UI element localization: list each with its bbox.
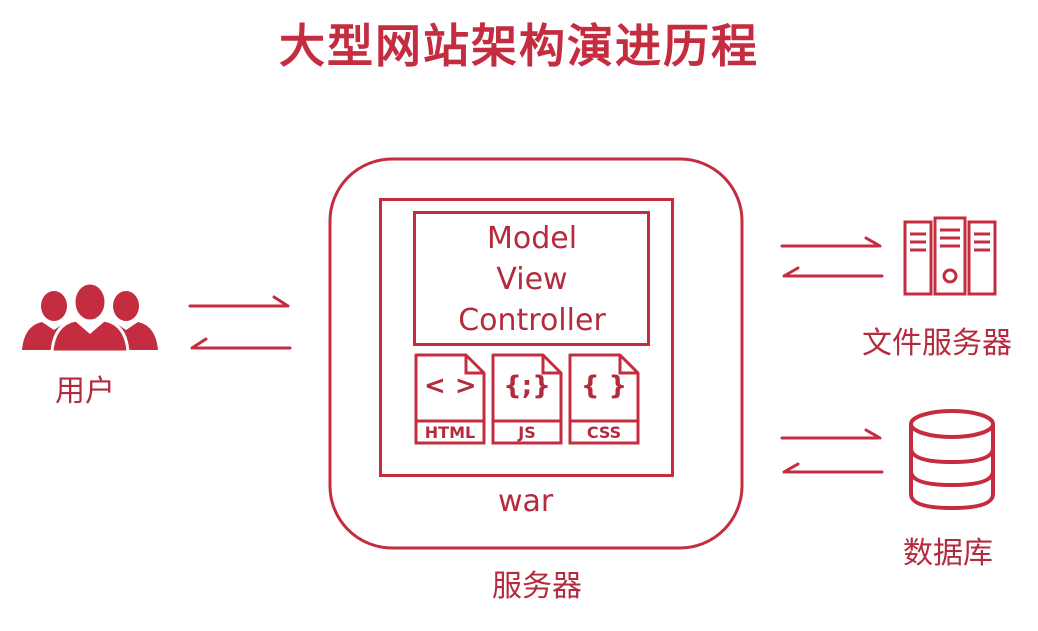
database-label: 数据库 [903, 536, 993, 571]
file-server-icon [902, 216, 998, 296]
css-file-icon [568, 353, 640, 445]
mvc-controller: Controller [458, 303, 606, 338]
css-file-label: CSS [586, 423, 622, 442]
page-title: 大型网站架构演进历程 [279, 19, 759, 73]
js-file-icon [491, 353, 563, 445]
user-server-arrows [188, 292, 293, 362]
html-file-label: HTML [424, 423, 476, 442]
js-file-glyph: {;} [503, 371, 551, 401]
user-label: 用户 [55, 374, 115, 409]
war-label: war [498, 484, 554, 519]
mvc-text: Model View Controller [415, 218, 649, 341]
server-box [328, 157, 746, 552]
mvc-box [413, 211, 651, 347]
server-fileserver-arrows [780, 236, 885, 286]
js-file-label: JS [518, 423, 536, 442]
html-file-glyph: < > [424, 371, 477, 401]
html-file-icon [414, 353, 486, 445]
mvc-view: View [496, 262, 568, 297]
file-server-label: 文件服务器 [862, 326, 1012, 361]
server-database-arrows [780, 428, 885, 482]
css-file-glyph: { } [580, 371, 628, 401]
server-label: 服务器 [492, 569, 582, 604]
users-icon [20, 282, 160, 352]
mvc-model: Model [486, 221, 578, 256]
war-box [379, 198, 675, 478]
database-icon [907, 408, 997, 512]
